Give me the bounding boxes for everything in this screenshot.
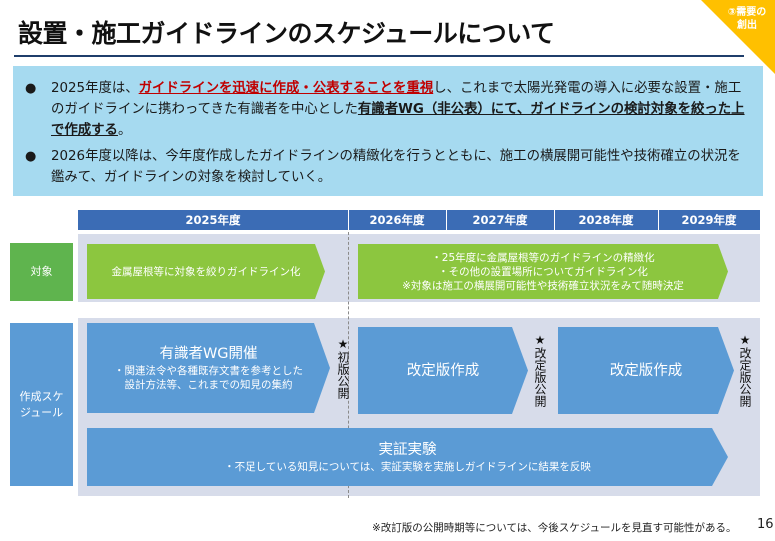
demo-title: 実証実験 xyxy=(378,442,437,458)
bullet-dot: ● xyxy=(25,81,37,96)
row-label-schedule-line2: ジュール xyxy=(19,405,64,419)
row-label-schedule-line1: 作成スケ xyxy=(19,389,64,403)
header-separator xyxy=(658,210,659,230)
year-header-2025: 2025年度 xyxy=(78,210,348,230)
header-separator xyxy=(348,210,349,230)
bullet-1-part1: 2025年度は、 xyxy=(51,81,139,96)
title-rule xyxy=(14,55,744,57)
wg-line2: 設計方法等、これまでの知見の集約 xyxy=(124,379,293,391)
revision-arrow-2-text: 改定版作成 xyxy=(609,362,683,379)
bullet-1-highlight1: ガイドラインを迅速に作成・公表することを重視 xyxy=(138,81,434,96)
revision-arrow-2: 改定版作成 xyxy=(558,327,734,414)
demo-line1: ・不足している知見については、実証実験を実施しガイドラインに結果を反映 xyxy=(224,461,591,473)
bullet-1-part3: 。 xyxy=(117,123,132,138)
target-arrow-2025: 金属屋根等に対象を絞りガイドライン化 xyxy=(87,244,325,299)
corner-badge xyxy=(701,0,775,74)
row-label-target: 対象 xyxy=(10,243,73,301)
page-number: 16 xyxy=(757,517,774,532)
publish-mark-revision-a: ★改定版公開 xyxy=(533,333,547,407)
corner-badge-text: ③需要の 創出 xyxy=(721,6,773,32)
year-header-2029: 2029年度 xyxy=(658,210,760,230)
demo-arrow: 実証実験 ・不足している知見については、実証実験を実施しガイドラインに結果を反映 xyxy=(87,428,728,486)
target-arrow-2025-text: 金属屋根等に対象を絞りガイドライン化 xyxy=(111,265,301,278)
wg-title: 有識者WG開催 xyxy=(159,346,258,362)
wg-line1: ・関連法令や各種既存文書を参考とした xyxy=(114,365,303,377)
year-divider xyxy=(348,232,349,498)
bullet-2-text: 2026年度以降は、今年度作成したガイドラインの精緻化を行うとともに、施工の横展… xyxy=(51,149,741,185)
corner-badge-line1: ③需要の xyxy=(727,7,767,18)
bullet-1: ● 2025年度は、ガイドラインを迅速に作成・公表することを重視し、これまで太陽… xyxy=(25,78,745,141)
publish-mark-first: ★初版公開 xyxy=(336,337,350,399)
year-header-2028: 2028年度 xyxy=(554,210,658,230)
bullet-1-text: 2025年度は、ガイドラインを迅速に作成・公表することを重視し、これまで太陽光発… xyxy=(51,78,745,141)
header-separator xyxy=(554,210,555,230)
footnote: ※改訂版の公開時期等については、今後スケジュールを見直す可能性がある。 xyxy=(372,522,737,534)
revision-arrow-1-text: 改定版作成 xyxy=(406,362,480,379)
year-header-2026: 2026年度 xyxy=(348,210,446,230)
summary-panel: ● 2025年度は、ガイドラインを迅速に作成・公表することを重視し、これまで太陽… xyxy=(13,66,763,196)
row-label-schedule: 作成スケ ジュール xyxy=(10,323,73,486)
header-separator xyxy=(446,210,447,230)
bullet-2: ● 2026年度以降は、今年度作成したガイドラインの精緻化を行うとともに、施工の… xyxy=(25,146,745,188)
bullet-dot: ● xyxy=(25,149,37,164)
bullet-1-part2: し、これまで太陽光発電の導入に必要な設置・施工のガイドラインに携わってきた有識者… xyxy=(51,81,742,117)
publish-mark-revision-b: ★改定版公開 xyxy=(738,333,752,407)
page-title: 設置・施工ガイドラインのスケジュールについて xyxy=(18,19,555,48)
target-arrow-2026-2029: ・25年度に金属屋根等のガイドラインの精緻化 ・その他の設置場所についてガイドラ… xyxy=(358,244,728,299)
corner-badge-line2: 創出 xyxy=(737,20,757,31)
revision-arrow-1: 改定版作成 xyxy=(358,327,528,414)
target-arrow-line2: ・その他の設置場所についてガイドライン化 xyxy=(438,265,648,278)
target-arrow-line1: ・25年度に金属屋根等のガイドラインの精緻化 xyxy=(431,251,655,264)
wg-arrow: 有識者WG開催 ・関連法令や各種既存文書を参考とした 設計方法等、これまでの知見… xyxy=(87,323,330,413)
target-arrow-line3: ※対象は施工の横展開可能性や技術確立状況をみて随時決定 xyxy=(402,279,684,292)
bullet-1-highlight2: 有識者WG（非公表）にて、ガイドラインの検討対象を絞った上で作成する xyxy=(51,102,745,138)
year-header-2027: 2027年度 xyxy=(446,210,554,230)
